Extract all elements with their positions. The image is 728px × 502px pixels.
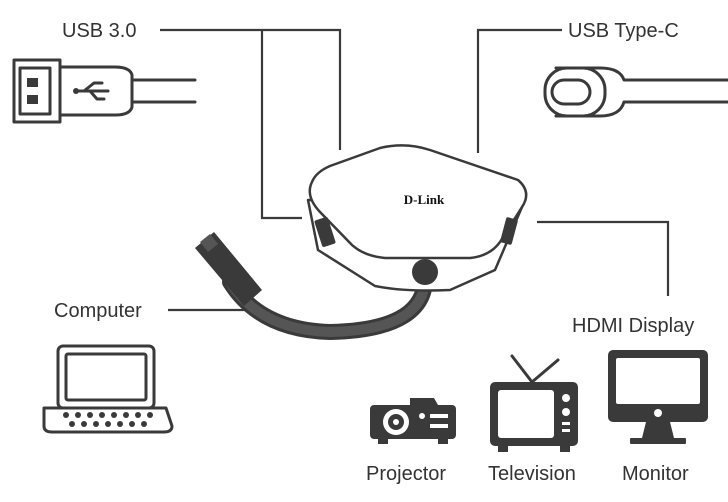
hub-cable-socket — [412, 259, 438, 285]
usb3-leader-line — [160, 28, 342, 220]
usb3-label: USB 3.0 — [62, 20, 136, 42]
projector-label: Projector — [366, 463, 446, 485]
laptop-icon — [42, 344, 174, 434]
hdmi-leader-line — [537, 220, 670, 296]
monitor-label: Monitor — [622, 463, 689, 485]
hub-cable — [222, 264, 434, 341]
leader-lines — [160, 28, 670, 312]
hub-port-right — [500, 217, 518, 245]
monitor-icon — [608, 350, 708, 444]
projector-icon — [370, 398, 456, 444]
usb-c-hub: D-Link — [306, 144, 528, 292]
hub-port-left — [314, 217, 336, 247]
usbc-label: USB Type-C — [568, 20, 679, 42]
hdmi-display-label: HDMI Display — [572, 315, 694, 337]
television-label: Television — [488, 463, 576, 485]
usbc-leader-line — [476, 28, 562, 153]
television-icon — [490, 354, 578, 452]
hub-brand-logo: D-Link — [404, 192, 445, 207]
cable-usb-c-connector-icon — [195, 232, 262, 306]
usb-a-plug-icon — [12, 58, 197, 124]
usb-c-plug-icon — [543, 66, 728, 118]
computer-label: Computer — [54, 300, 142, 322]
